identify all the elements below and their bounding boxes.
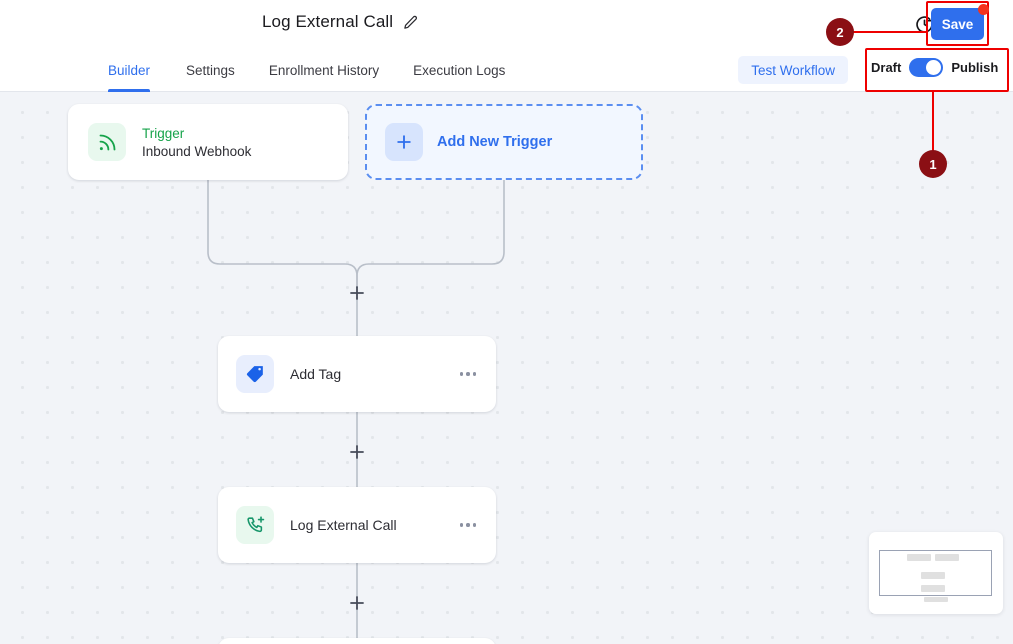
callout-badge-1: 1 [919,150,947,178]
draft-publish-toggle[interactable] [909,58,944,77]
node-log-external-call[interactable]: Log External Call [218,487,496,563]
publish-label: Publish [951,60,999,75]
tab-execution-logs[interactable]: Execution Logs [396,48,522,92]
node-trigger-name: Inbound Webhook [142,143,252,159]
more-options-icon[interactable] [458,366,479,382]
minimap-viewport[interactable] [879,550,992,596]
node-log-external-call-text: Log External Call [290,517,397,533]
tab-builder-label: Builder [108,62,151,78]
add-step-button-1[interactable] [348,284,366,302]
tab-settings-label: Settings [186,62,235,78]
save-button[interactable]: Save [931,8,984,40]
tab-execution-logs-label: Execution Logs [413,62,506,78]
callout-1-leader-line [932,92,934,154]
tab-settings[interactable]: Settings [169,48,252,92]
draft-publish-toggle-group: Draft Publish [871,58,998,77]
phone-plus-icon [236,506,274,544]
tab-enrollment-history-label: Enrollment History [268,62,380,78]
tag-icon [236,355,274,393]
node-trigger[interactable]: Trigger Inbound Webhook [68,104,348,180]
workflow-canvas[interactable]: Trigger Inbound Webhook Add New Trigger [0,92,1013,644]
node-log-external-call-title: Log External Call [290,517,397,533]
add-step-button-2[interactable] [348,443,366,461]
add-step-button-3[interactable] [348,594,366,612]
tab-list: Builder Settings Enrollment History Exec… [108,48,522,92]
pencil-icon[interactable] [403,15,418,30]
toggle-knob [926,60,942,75]
minimap-node [924,597,948,602]
more-options-icon[interactable] [458,517,479,533]
workflow-minimap[interactable] [869,532,1003,614]
callout-badge-2: 2 [826,18,854,46]
node-add-tag[interactable]: Add Tag [218,336,496,412]
tab-enrollment-history[interactable]: Enrollment History [252,48,396,92]
page-title: Log External Call [262,12,394,31]
minimap-node [921,572,945,579]
node-add-tag-text: Add Tag [290,366,341,382]
tab-builder[interactable]: Builder [108,48,169,92]
tab-bar: Builder Settings Enrollment History Exec… [0,48,1013,92]
workflow-title-group: Log External Call [262,12,418,32]
plus-icon [385,123,423,161]
webhook-rss-icon [88,123,126,161]
node-partial-below[interactable] [218,638,496,644]
node-trigger-text: Trigger Inbound Webhook [142,126,251,159]
draft-label: Draft [871,60,902,75]
callout-2-leader-line [852,31,928,33]
minimap-node [921,585,945,592]
save-unsaved-badge-icon [978,4,989,15]
top-bar: Log External Call [0,0,1013,48]
test-workflow-button[interactable]: Test Workflow [738,56,848,84]
minimap-node [935,554,959,561]
node-trigger-kind: Trigger [142,125,185,141]
minimap-node [907,554,931,561]
node-add-tag-title: Add Tag [290,366,342,382]
add-new-trigger-label: Add New Trigger [437,134,553,150]
add-new-trigger-button[interactable]: Add New Trigger [365,104,643,180]
